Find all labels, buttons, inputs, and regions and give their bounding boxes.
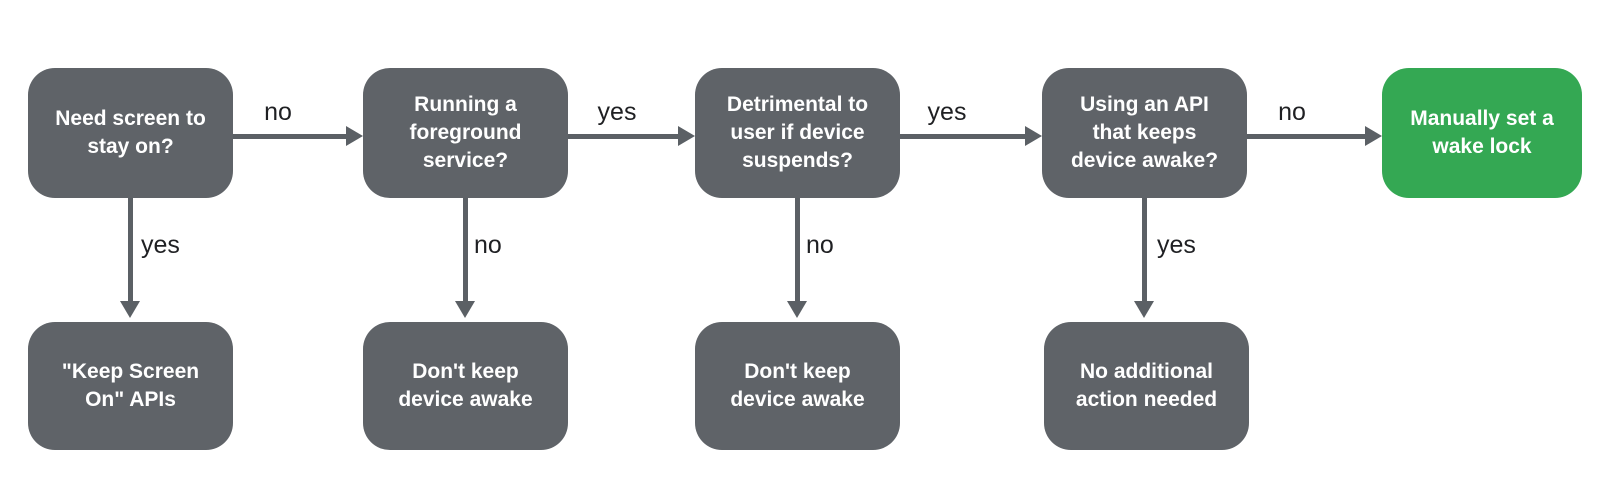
arrow-need-screen-to-keep-screen-on-apis [120,198,140,318]
arrow-api-keeps-awake-to-manual-wake-lock [1247,126,1382,146]
arrow-detrimental-to-api-keeps-awake [900,126,1042,146]
edge-label-no-3: no [474,231,502,259]
edge-label-yes-4: yes [1157,231,1196,259]
arrow-detrimental-to-dont-keep-awake [787,198,807,318]
edge-label-no-2: no [1278,98,1306,126]
node-dont-keep-awake-2: Don't keep device awake [695,322,900,450]
edge-label-yes-1: yes [597,98,637,126]
edge-label-no-4: no [806,231,834,259]
edge-label-yes-2: yes [927,98,967,126]
node-need-screen: Need screen to stay on? [28,68,233,198]
node-foreground-service: Running a foreground service? [363,68,568,198]
edge-label-no-1: no [264,98,292,126]
node-no-action-needed: No additional action needed [1044,322,1249,450]
edge-label-yes-3: yes [141,231,180,259]
arrow-api-keeps-awake-to-no-action [1134,198,1154,318]
arrow-need-screen-to-foreground-service [233,126,363,146]
node-dont-keep-awake-1: Don't keep device awake [363,322,568,450]
node-keep-screen-on-apis: "Keep Screen On" APIs [28,322,233,450]
node-manual-wake-lock: Manually set a wake lock [1382,68,1582,198]
node-detrimental-suspend: Detrimental to user if device suspends? [695,68,900,198]
node-api-keeps-awake: Using an API that keeps device awake? [1042,68,1247,198]
arrow-foreground-service-to-detrimental [568,126,695,146]
arrow-foreground-service-to-dont-keep-awake [455,198,475,318]
